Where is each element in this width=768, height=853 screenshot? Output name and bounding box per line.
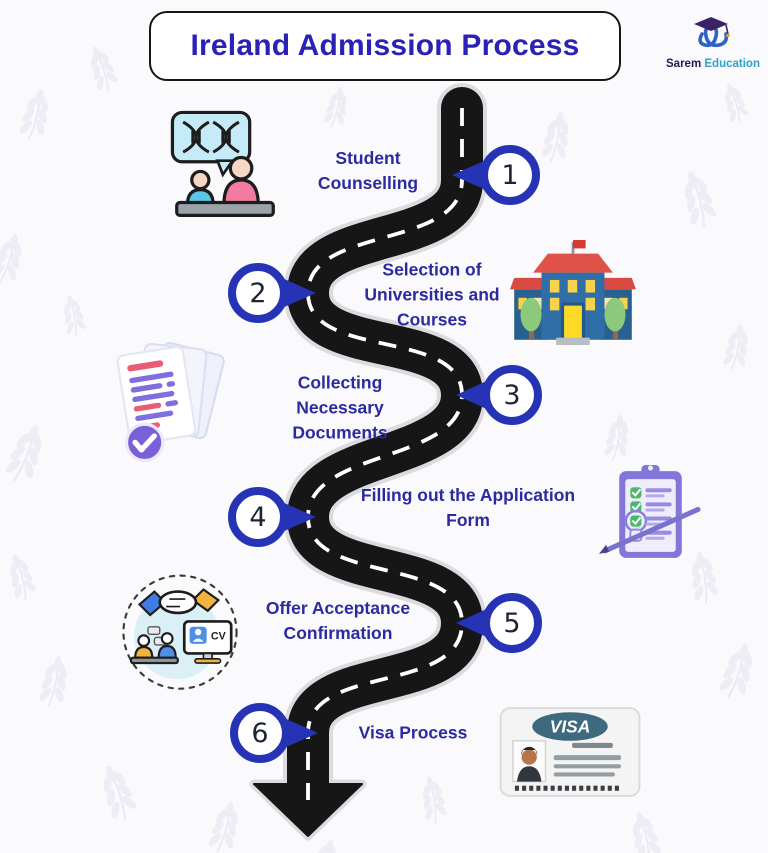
step-marker-2 bbox=[228, 263, 316, 323]
marker-circle bbox=[482, 593, 542, 653]
brand-logo: Sarem Education bbox=[660, 14, 766, 70]
pen-icon bbox=[602, 506, 701, 554]
documents-icon bbox=[116, 341, 225, 463]
title-box: Ireland Admission Process bbox=[149, 11, 621, 81]
step-number-5: 5 bbox=[503, 607, 521, 639]
step-marker-6 bbox=[230, 703, 318, 763]
step-marker-5 bbox=[456, 593, 542, 653]
check-badge-icon bbox=[124, 422, 165, 463]
brand-name-primary: Sarem bbox=[666, 58, 702, 70]
step-number-6: 6 bbox=[251, 717, 269, 749]
marker-circle bbox=[482, 365, 542, 425]
cv-monitor-icon: CV bbox=[182, 620, 233, 664]
cv-label: CV bbox=[211, 631, 227, 643]
marker-circle bbox=[228, 263, 288, 323]
brand-name: Sarem Education bbox=[660, 58, 766, 70]
step-number-4: 4 bbox=[249, 501, 267, 533]
step-label-4: Filling out the Application Form bbox=[360, 485, 576, 530]
step-marker-3 bbox=[456, 365, 542, 425]
step-label-2: Selection of Universities and Courses bbox=[364, 259, 500, 330]
step-marker-1 bbox=[452, 145, 540, 205]
brand-name-secondary: Education bbox=[704, 58, 760, 70]
brand-mark-icon bbox=[694, 17, 730, 48]
page-title: Ireland Admission Process bbox=[190, 29, 580, 62]
step-number-1: 1 bbox=[501, 159, 519, 191]
offer-acceptance-icon: CV bbox=[122, 574, 238, 690]
visa-label: VISA bbox=[550, 717, 590, 737]
graduation-cap-icon bbox=[694, 17, 728, 31]
marker-circle bbox=[230, 703, 290, 763]
id-photo bbox=[512, 740, 547, 783]
step-number-2: 2 bbox=[249, 277, 267, 309]
application-form-icon bbox=[599, 465, 701, 558]
visa-icon: VISA bbox=[499, 707, 641, 797]
step-marker-4 bbox=[228, 487, 316, 547]
step-label-1: Student Counselling bbox=[317, 148, 419, 193]
handshake-icon bbox=[137, 588, 221, 617]
interview-table-icon bbox=[129, 626, 179, 665]
dna-glyph bbox=[182, 120, 240, 154]
card-dotted-line bbox=[514, 785, 619, 791]
marker-circle bbox=[480, 145, 540, 205]
step-label-5: Offer Acceptance Confirmation bbox=[265, 598, 411, 643]
counselling-icon bbox=[170, 110, 275, 218]
road bbox=[286, 87, 484, 809]
step-number-3: 3 bbox=[503, 379, 521, 411]
step-label-3: Collecting Necessary Documents bbox=[292, 372, 388, 443]
step-label-6: Visa Process bbox=[358, 722, 468, 743]
marker-circle bbox=[228, 487, 288, 547]
university-icon bbox=[510, 240, 636, 346]
